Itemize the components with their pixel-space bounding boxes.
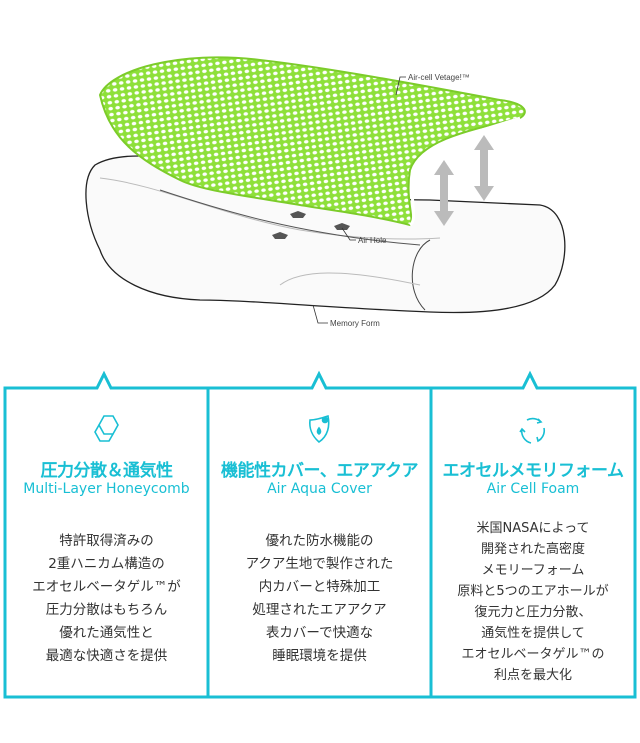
desc-line: 最適な快適さを提供: [45, 648, 168, 664]
desc-line: アクア生地で製作された: [245, 556, 394, 572]
feature-title: 機能性カバー、エアアクア: [221, 461, 418, 481]
desc-line: 圧力分散はもちろん: [45, 602, 168, 618]
desc-line: 2重ハニカム構造の: [48, 556, 165, 572]
feature-description: 特許取得済みの 2重ハニカム構造のエオセルベータゲル™が圧力分散はもちろん優れた通…: [5, 530, 208, 668]
shield-icon: [308, 414, 330, 444]
feature-subtitle: Air Aqua Cover: [267, 481, 372, 497]
desc-line: 原料と5つのエアホールが: [457, 584, 609, 599]
label-memory-form: Memory Form: [330, 319, 380, 328]
desc-line: 優れた通気性と: [59, 625, 154, 641]
feature-description: 米国NASAによって開発された高密度メモリーフォーム原料と5つのエアホールが復元…: [431, 518, 635, 686]
feature-title: 圧力分散＆通気性: [40, 461, 174, 481]
desc-line: 内カバーと特殊加工: [258, 579, 381, 595]
desc-line: 特許取得済みの: [59, 533, 154, 549]
feature-title: エオセルメモリフォーム: [442, 461, 625, 481]
feature-aqua-cover: 機能性カバー、エアアクア Air Aqua Cover 優れた防水機能のアクア生…: [208, 0, 431, 743]
desc-line: エオセルベータゲル™の: [461, 647, 605, 662]
desc-line: 睡眠環境を提供: [272, 648, 367, 664]
desc-line: 米国NASAによって: [476, 521, 590, 536]
feature-air-cell-foam: エオセルメモリフォーム Air Cell Foam 米国NASAによって開発され…: [431, 0, 635, 743]
desc-line: エオセルベータゲル™が: [32, 579, 181, 595]
up-down-arrow-icon: [434, 135, 494, 226]
feature-subtitle: Multi-Layer Honeycomb: [23, 481, 190, 497]
desc-line: 復元力と圧力分散、: [474, 605, 592, 620]
desc-line: 通気性を提供して: [481, 626, 585, 641]
feature-frame: [3, 370, 637, 699]
desc-line: 処理されたエアアクア: [252, 602, 387, 618]
label-air-hole: Air Hole: [358, 236, 387, 245]
feature-subtitle: Air Cell Foam: [486, 481, 580, 497]
desc-line: 開発された高密度: [480, 542, 585, 557]
desc-line: メモリーフォーム: [481, 563, 585, 578]
desc-line: 優れた防水機能の: [265, 533, 374, 549]
recycle-icon: [519, 417, 546, 444]
desc-line: 利点を最大化: [493, 668, 572, 683]
desc-line: 表カバーで快適な: [265, 625, 374, 641]
honeycomb-icon: [93, 415, 119, 442]
label-air-cell: Air-cell Vetage!™: [408, 73, 470, 82]
air-cell-mesh: [98, 56, 526, 227]
pillow-illustration: Air-cell Vetage!™ Air Hole Memory Form: [85, 56, 566, 328]
feature-description: 優れた防水機能のアクア生地で製作された内カバーと特殊加工処理されたエアアクア表カ…: [208, 530, 431, 668]
feature-honeycomb: 圧力分散＆通気性 Multi-Layer Honeycomb 特許取得済みの 2重…: [5, 0, 208, 743]
